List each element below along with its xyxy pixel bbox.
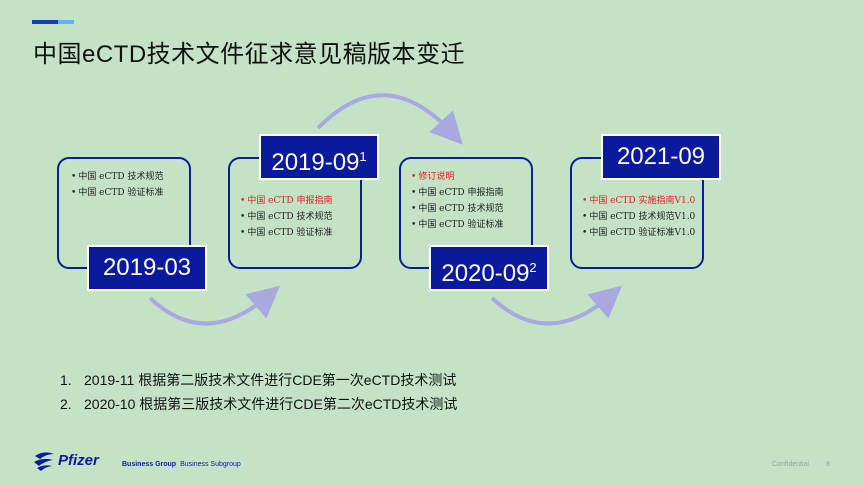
list-item: 中国 eCTD 技术规范V1.0 [582,209,702,225]
list-item: 中国 eCTD 验证标准 [240,225,360,241]
list-item: 中国 eCTD 申报指南 [411,185,531,201]
date-label-2020-09: 2020-092 [429,245,549,291]
list-item: 修订说明 [411,169,531,185]
arrow-2-icon [316,93,463,145]
page-number: 8 [826,461,830,468]
arrow-1-icon [148,285,281,326]
list-item: 中国 eCTD 实施指南V1.0 [582,193,702,209]
date-label-2019-03: 2019-03 [87,245,207,291]
list-item: 中国 eCTD 技术规范 [411,201,531,217]
footnote-item: 2.2020-10 根据第三版技术文件进行CDE第二次eCTD技术测试 [60,396,458,412]
list-item: 中国 eCTD 申报指南 [240,193,360,209]
date-label-2019-09: 2019-091 [259,134,379,180]
footnotes: 1.2019-11 根据第二版技术文件进行CDE第一次eCTD技术测试 2.20… [60,368,457,416]
title-accent-bar-light [58,20,74,24]
slide-title: 中国eCTD技术文件征求意见稿版本变迁 [33,41,466,68]
footnote-item: 1.2019-11 根据第二版技术文件进行CDE第一次eCTD技术测试 [60,372,457,388]
confidential-label: Confidential [772,461,809,468]
pfizer-logo-icon [34,452,54,471]
arrow-3-icon [490,285,623,326]
list-item: 中国 eCTD 验证标准 [71,185,189,201]
list-item: 中国 eCTD 验证标准V1.0 [582,225,702,241]
date-label-2021-09: 2021-09 [601,134,721,180]
list-item: 中国 eCTD 验证标准 [411,217,531,233]
title-accent-bar [32,20,72,24]
list-item: 中国 eCTD 技术规范 [240,209,360,225]
pfizer-logo: Pfizer [58,452,99,469]
list-item: 中国 eCTD 技术规范 [71,169,189,185]
